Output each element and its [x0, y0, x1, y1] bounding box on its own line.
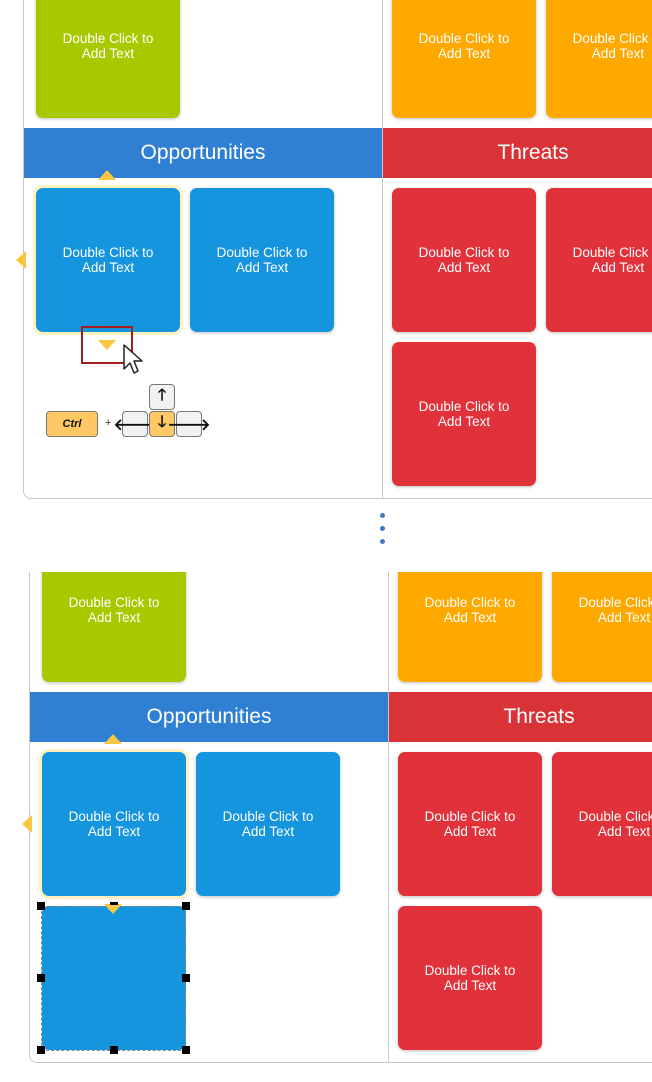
swot-frame	[23, 0, 652, 499]
threats-card[interactable]: Double Click to Add Text	[392, 342, 536, 486]
card-text: Double Click to Add Text	[418, 245, 510, 275]
card-text: Double Click to Add Text	[424, 595, 516, 625]
quadrant-divider	[382, 0, 383, 498]
plus-sign: +	[105, 417, 112, 429]
card-text: Double Click to Add Text	[418, 399, 510, 429]
down-arrow-key-icon: 🡓	[149, 411, 175, 437]
threats-header[interactable]: Threats	[383, 128, 652, 178]
right-arrow-key-icon: 🡒	[168, 411, 210, 437]
strengths-card[interactable]: Double Click to Add Text	[36, 0, 180, 118]
threats-card[interactable]: Double Click to Add Text	[546, 188, 652, 332]
more-vertical-dots-icon	[380, 513, 386, 552]
resize-handle-se[interactable]	[182, 1046, 190, 1054]
card-text: Double Click to Add Text	[572, 245, 652, 275]
card-text: Double Click to Add Text	[572, 31, 652, 61]
weaknesses-card[interactable]: Double Click to Add Text	[552, 572, 652, 682]
card-text: Double Click to Add Text	[62, 245, 154, 275]
threats-card[interactable]: Double Click to Add Text	[392, 188, 536, 332]
resize-handle-s[interactable]	[110, 1046, 118, 1054]
quadrant-divider	[388, 572, 389, 1062]
threats-card[interactable]: Double Click to Add Text	[552, 752, 652, 896]
opportunities-header[interactable]: Opportunities	[24, 128, 382, 178]
threats-card[interactable]: Double Click to Add Text	[398, 752, 542, 896]
add-shape-left-arrow-icon[interactable]	[22, 815, 32, 833]
weaknesses-card[interactable]: Double Click to Add Text	[546, 0, 652, 118]
card-text: Double Click to Add Text	[68, 595, 160, 625]
card-text: Double Click to Add Text	[418, 31, 510, 61]
selection-outline	[41, 906, 186, 1051]
add-shape-up-arrow-icon[interactable]	[104, 734, 122, 744]
card-text: Double Click to Add Text	[578, 809, 652, 839]
add-shape-down-arrow-icon[interactable]	[98, 340, 116, 350]
threats-header[interactable]: Threats	[389, 692, 652, 742]
card-text: Double Click to Add Text	[424, 809, 516, 839]
highlight-box	[81, 326, 133, 364]
new-opportunities-card[interactable]	[42, 906, 186, 1050]
card-text: Double Click to Add Text	[62, 31, 154, 61]
resize-handle-n[interactable]	[110, 902, 118, 905]
opportunities-card-selected[interactable]: Double Click to Add Text	[36, 188, 180, 332]
swot-canvas-after: Double Click to Add Text Double Click to…	[0, 572, 652, 1072]
card-text: Double Click to Add Text	[424, 963, 516, 993]
card-text: Double Click to Add Text	[68, 809, 160, 839]
up-arrow-key-icon: 🡑	[149, 384, 175, 410]
ctrl-key-icon: Ctrl	[46, 411, 98, 437]
strengths-card[interactable]: Double Click to Add Text	[42, 572, 186, 682]
opportunities-card[interactable]: Double Click to Add Text	[190, 188, 334, 332]
threats-card[interactable]: Double Click to Add Text	[398, 906, 542, 1050]
card-text: Double Click to Add Text	[578, 595, 652, 625]
opportunities-header[interactable]: Opportunities	[30, 692, 388, 742]
card-text: Double Click to Add Text	[216, 245, 308, 275]
resize-handle-e[interactable]	[182, 974, 190, 982]
add-shape-left-arrow-icon[interactable]	[16, 251, 26, 269]
left-arrow-key-icon: 🡐	[114, 411, 156, 437]
card-text: Double Click to Add Text	[222, 809, 314, 839]
add-shape-down-arrow-icon[interactable]	[104, 904, 122, 914]
add-shape-up-arrow-icon[interactable]	[98, 170, 116, 180]
swot-canvas-before: Double Click to Add Text Double Click to…	[0, 0, 652, 500]
resize-handle-ne[interactable]	[182, 902, 190, 910]
weaknesses-card[interactable]: Double Click to Add Text	[398, 572, 542, 682]
weaknesses-card[interactable]: Double Click to Add Text	[392, 0, 536, 118]
resize-handle-w[interactable]	[37, 974, 45, 982]
mouse-pointer-icon	[123, 344, 143, 374]
opportunities-card[interactable]: Double Click to Add Text	[42, 752, 186, 896]
resize-handle-nw[interactable]	[37, 902, 45, 910]
opportunities-card[interactable]: Double Click to Add Text	[196, 752, 340, 896]
resize-handle-sw[interactable]	[37, 1046, 45, 1054]
